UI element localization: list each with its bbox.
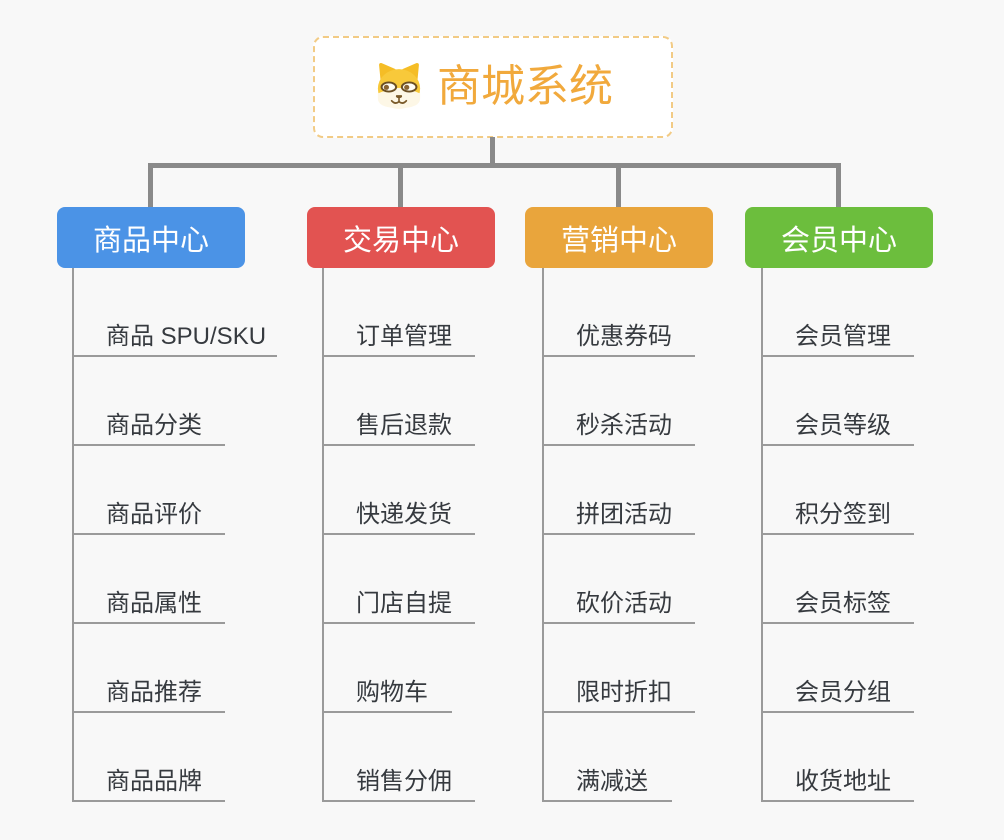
leaf-label: 会员标签 (795, 590, 891, 617)
leaf-label: 商品属性 (106, 590, 202, 617)
leaf-label: 门店自提 (356, 590, 452, 617)
leaf-label: 售后退款 (356, 412, 452, 439)
leaf-label: 商品推荐 (106, 679, 202, 706)
connector-horizontal-bar (148, 163, 841, 168)
leaf-label: 快递发货 (356, 501, 452, 528)
branch-node-member-center[interactable]: 会员中心 (745, 207, 933, 268)
connector-drop-marketing (616, 163, 621, 209)
leaf-label: 拼团活动 (576, 501, 672, 528)
branch-spine-trade (322, 268, 324, 802)
branch-node-trade-center[interactable]: 交易中心 (307, 207, 495, 268)
leaf-node[interactable]: 秒杀活动 (542, 402, 695, 446)
root-label: 商城系统 (437, 62, 613, 111)
leaf-node[interactable]: 购物车 (322, 669, 452, 713)
leaf-label: 购物车 (356, 679, 428, 706)
leaf-label: 秒杀活动 (576, 412, 672, 439)
leaf-label: 满减送 (576, 768, 648, 795)
leaf-node[interactable]: 积分签到 (761, 491, 914, 535)
branch-node-product-center[interactable]: 商品中心 (57, 207, 245, 268)
leaf-label: 优惠券码 (576, 323, 672, 350)
leaf-label: 商品品牌 (106, 768, 202, 795)
leaf-label: 砍价活动 (576, 590, 672, 617)
leaf-node[interactable]: 门店自提 (322, 580, 475, 624)
leaf-label: 订单管理 (356, 323, 452, 350)
connector-drop-trade (398, 163, 403, 209)
leaf-label: 积分签到 (795, 501, 891, 528)
leaf-node[interactable]: 会员标签 (761, 580, 914, 624)
leaf-label: 商品 SPU/SKU (106, 323, 267, 350)
leaf-node[interactable]: 商品推荐 (72, 669, 225, 713)
leaf-label: 会员管理 (795, 323, 891, 350)
leaf-node[interactable]: 限时折扣 (542, 669, 695, 713)
leaf-node[interactable]: 优惠券码 (542, 313, 695, 357)
dog-face-icon (377, 63, 421, 109)
leaf-label: 会员分组 (795, 679, 891, 706)
leaf-label: 限时折扣 (576, 679, 672, 706)
leaf-node[interactable]: 商品品牌 (72, 758, 225, 802)
leaf-node[interactable]: 销售分佣 (322, 758, 475, 802)
branch-spine-marketing (542, 268, 544, 802)
connector-drop-products (148, 163, 153, 209)
branch-node-marketing-center[interactable]: 营销中心 (525, 207, 713, 268)
branch-spine-members (761, 268, 763, 802)
leaf-node[interactable]: 会员管理 (761, 313, 914, 357)
leaf-label: 商品分类 (106, 412, 202, 439)
leaf-node[interactable]: 砍价活动 (542, 580, 695, 624)
leaf-node[interactable]: 订单管理 (322, 313, 475, 357)
leaf-label: 会员等级 (795, 412, 891, 439)
connector-drop-members (836, 163, 841, 209)
root-node[interactable]: 商城系统 (313, 36, 673, 138)
leaf-node[interactable]: 商品分类 (72, 402, 225, 446)
leaf-node[interactable]: 快递发货 (322, 491, 475, 535)
leaf-node[interactable]: 会员分组 (761, 669, 914, 713)
leaf-node[interactable]: 会员等级 (761, 402, 914, 446)
leaf-label: 商品评价 (106, 501, 202, 528)
leaf-node[interactable]: 商品评价 (72, 491, 225, 535)
leaf-label: 销售分佣 (356, 768, 452, 795)
leaf-node[interactable]: 满减送 (542, 758, 672, 802)
leaf-node[interactable]: 收货地址 (761, 758, 914, 802)
leaf-node[interactable]: 商品 SPU/SKU (72, 313, 277, 357)
connector-root-stem (490, 137, 495, 166)
leaf-node[interactable]: 售后退款 (322, 402, 475, 446)
leaf-node[interactable]: 商品属性 (72, 580, 225, 624)
leaf-label: 收货地址 (795, 768, 891, 795)
branch-spine-products (72, 268, 74, 802)
leaf-node[interactable]: 拼团活动 (542, 491, 695, 535)
